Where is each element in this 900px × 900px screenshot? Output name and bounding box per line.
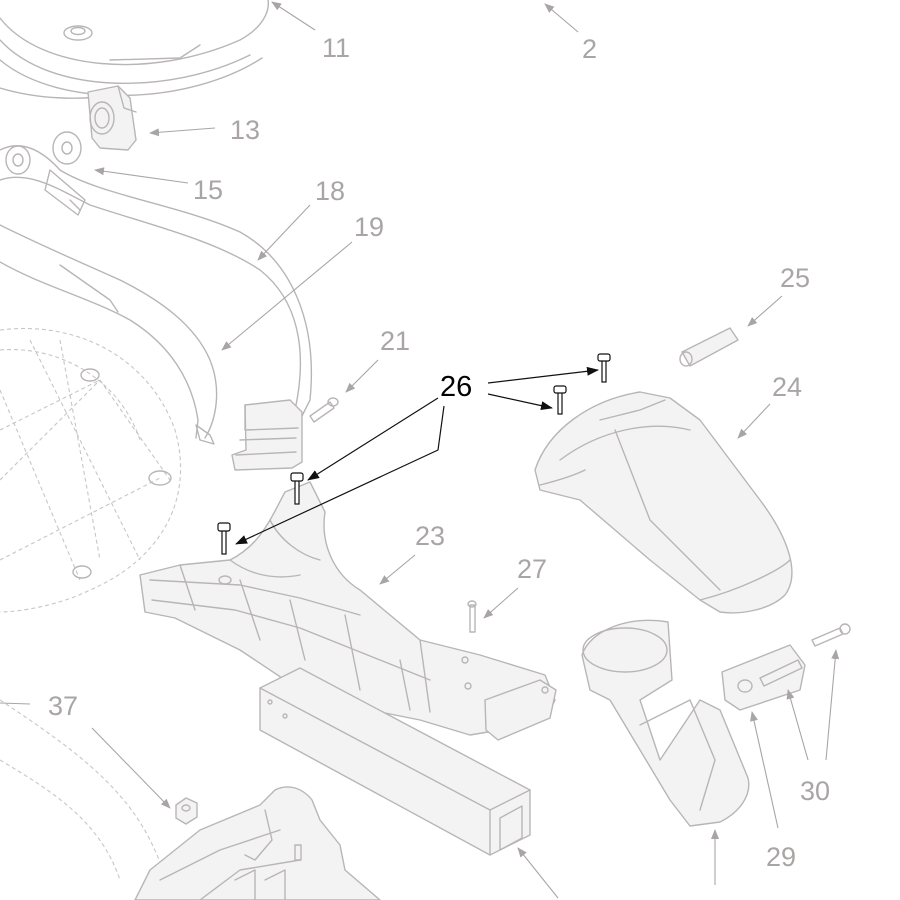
callout-21: 21	[380, 326, 410, 356]
callout-15: 15	[193, 175, 223, 205]
callout-18: 18	[315, 176, 345, 206]
callout-37: 37	[48, 691, 78, 721]
screw-26-a	[597, 353, 611, 383]
callout-23: 23	[415, 521, 445, 551]
leader-26-c	[307, 397, 439, 481]
callout-25: 25	[780, 263, 810, 293]
part-square-tube	[259, 667, 531, 856]
screw-26-b	[553, 385, 567, 415]
callout-2: 2	[582, 34, 597, 64]
callout-26: 26	[440, 371, 472, 403]
leader-29	[750, 711, 779, 829]
part-11-housing	[0, 0, 269, 99]
part-29-bracket	[721, 644, 806, 711]
part-37-nut	[175, 797, 198, 825]
part-21-screw	[309, 397, 339, 423]
leader-lines-26	[235, 366, 599, 545]
part-pedal-assembly	[581, 619, 750, 827]
leader-19	[221, 241, 353, 351]
leader-24	[737, 403, 771, 439]
part-27-screw	[467, 600, 477, 633]
leader-37-arrow	[91, 727, 171, 809]
screw-26-c	[290, 472, 304, 505]
part-25-pin	[679, 327, 739, 367]
part-18-19-curved-arm	[0, 145, 313, 471]
part-base-housing	[134, 786, 381, 900]
leader-lines	[0, 1, 840, 899]
leader-13	[149, 127, 216, 137]
leader-37	[0, 702, 31, 705]
leader-26-d	[235, 405, 445, 545]
part-15-washer	[52, 131, 82, 165]
leader-26-a	[487, 366, 599, 384]
leader-18	[257, 204, 311, 261]
leader-21	[345, 359, 379, 393]
screw-26-d	[217, 522, 231, 555]
callout-29: 29	[766, 842, 796, 872]
leader-2	[544, 3, 579, 33]
leader-11	[271, 1, 316, 31]
leader-tube	[517, 847, 559, 899]
callout-11: 11	[322, 33, 350, 63]
callout-labels: 11 2 13 15 18 19 25 21 26 24 23 27 37 30…	[48, 33, 830, 872]
leader-25	[747, 295, 783, 327]
part-13-bracket	[87, 85, 137, 151]
leader-26-b	[487, 393, 553, 411]
leader-23	[379, 554, 416, 585]
part-23-pedal-arm	[139, 481, 557, 741]
callout-13: 13	[230, 115, 260, 145]
callout-27: 27	[517, 554, 547, 584]
leader-27	[483, 587, 519, 619]
base-frame-dashed	[0, 328, 182, 900]
leader-15	[94, 167, 189, 184]
part-24-pedal-cover	[534, 391, 793, 614]
leader-30-a	[786, 689, 809, 761]
callout-30: 30	[800, 776, 830, 806]
part-26-screws	[217, 353, 611, 555]
callout-19: 19	[354, 212, 384, 242]
leader-30-b	[825, 649, 840, 761]
callout-24: 24	[772, 372, 802, 402]
part-30-screw	[811, 623, 851, 647]
